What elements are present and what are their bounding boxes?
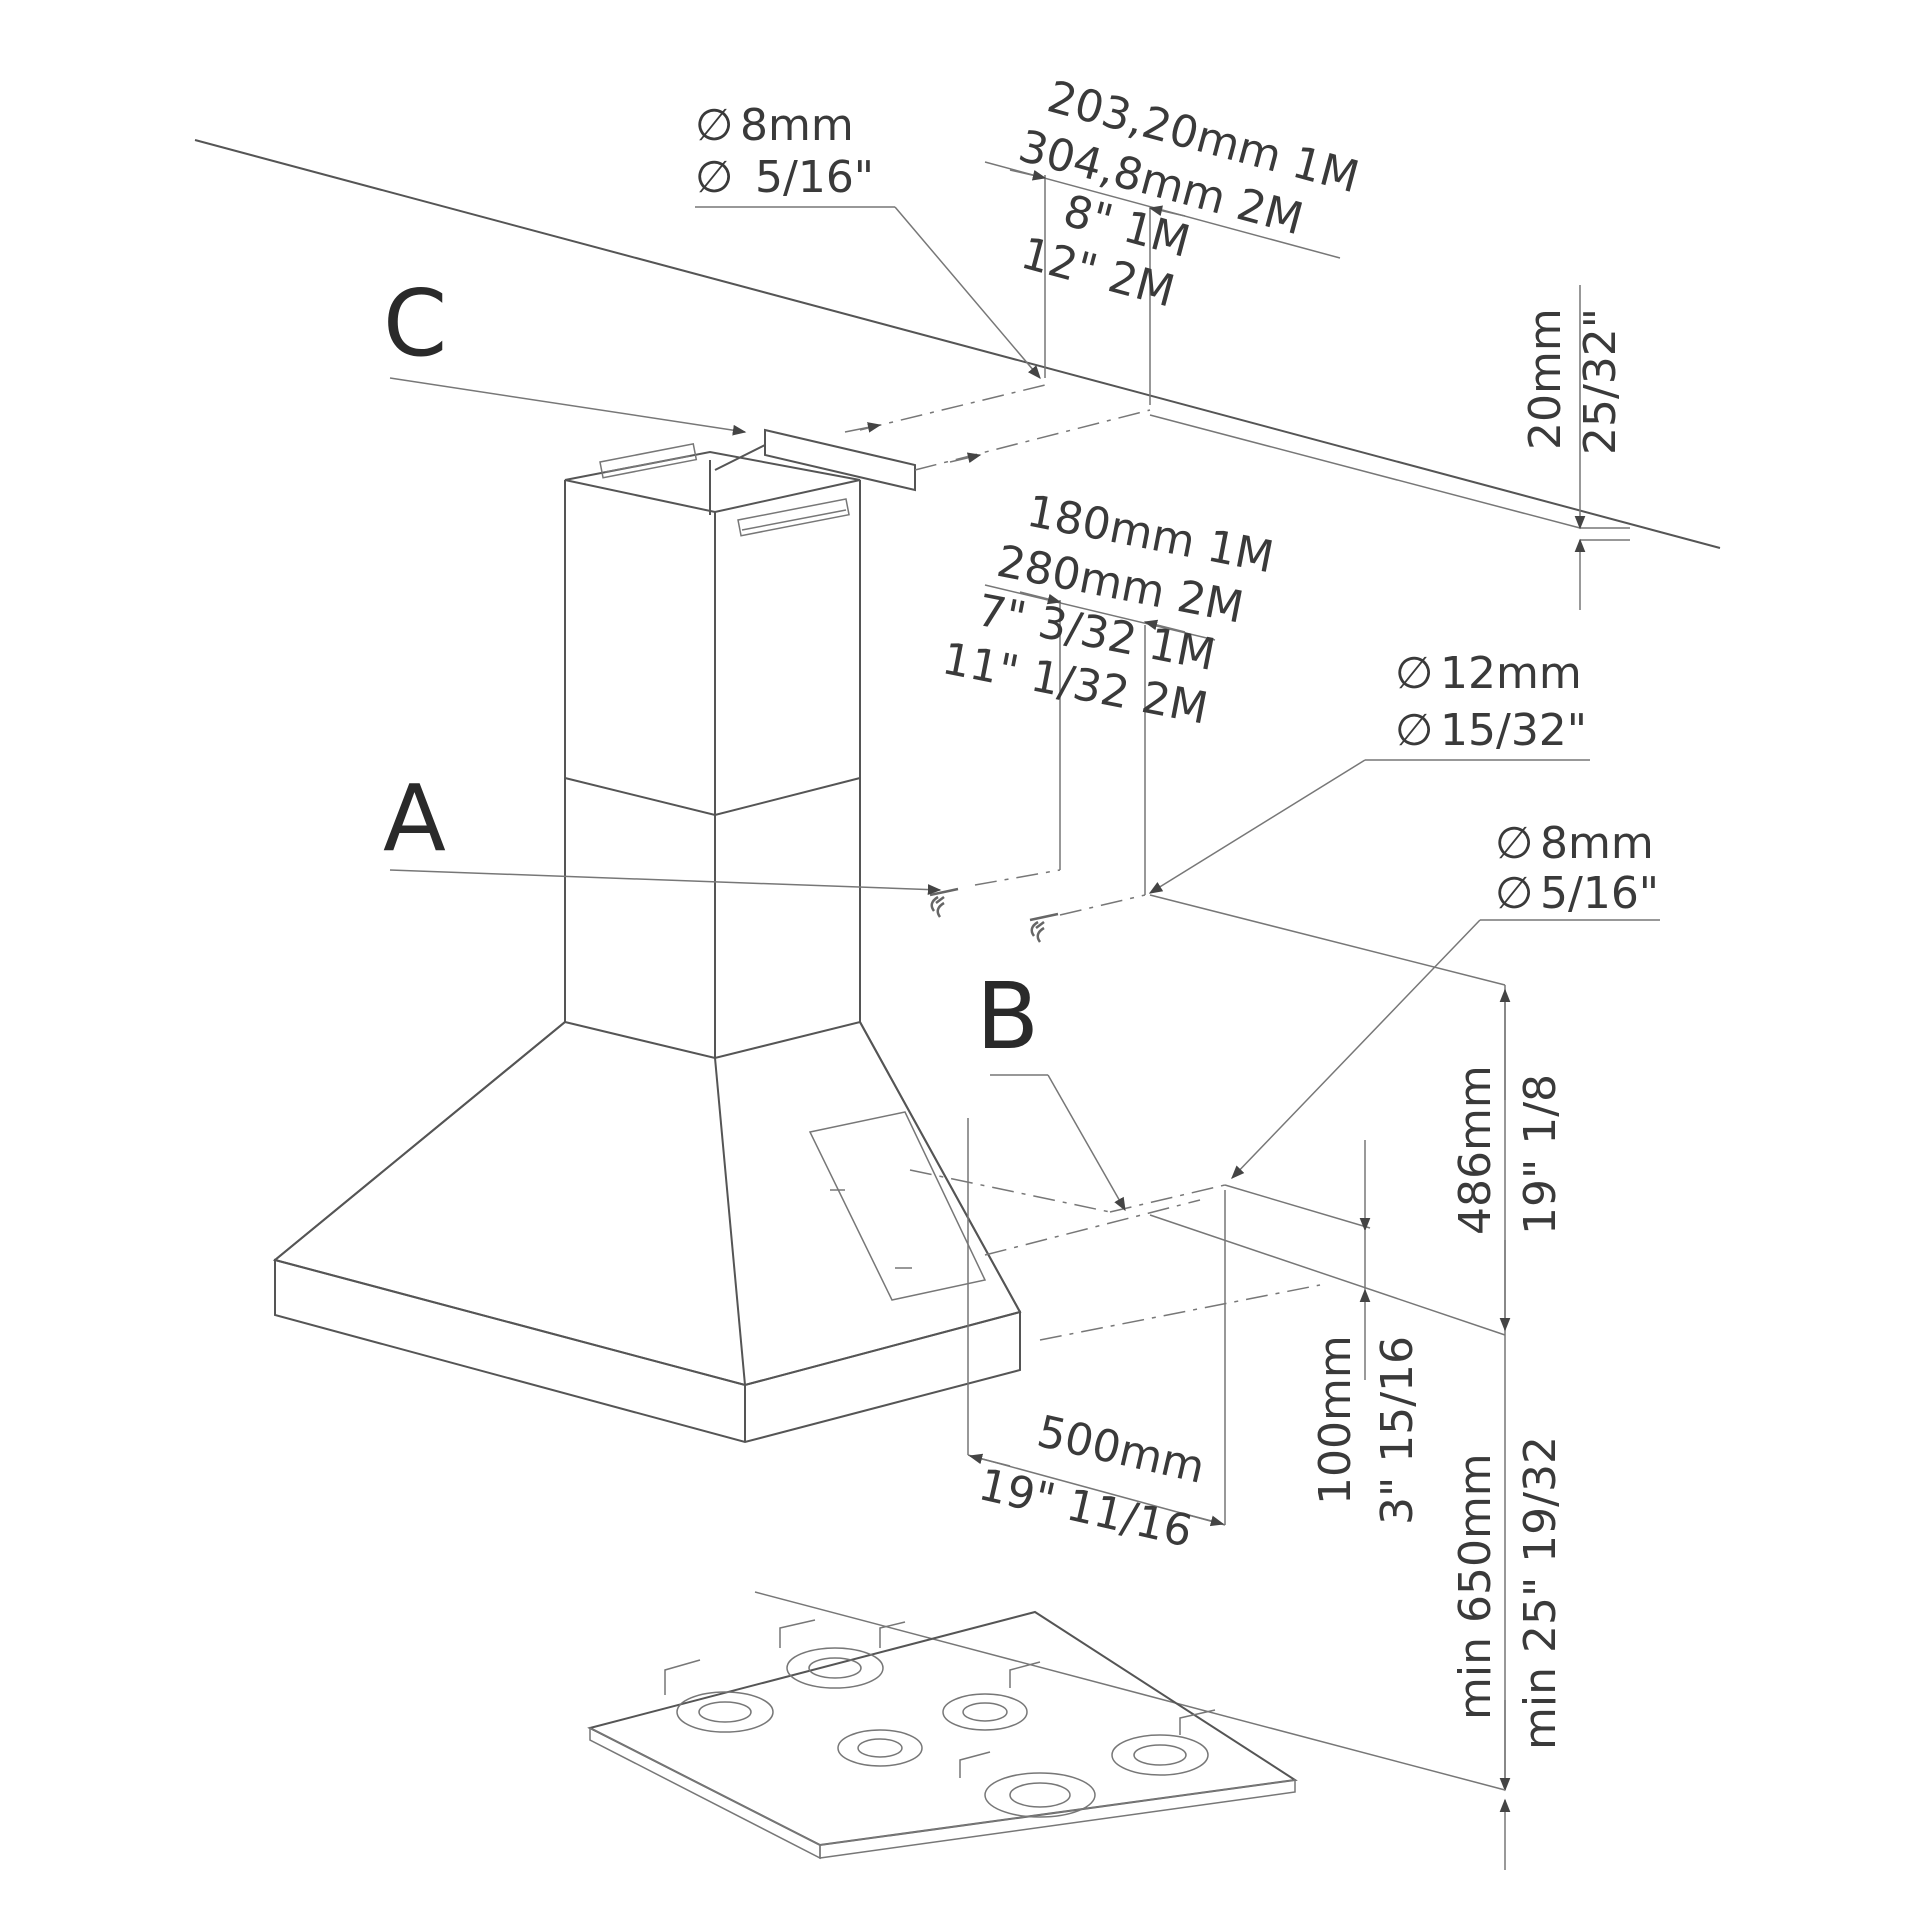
mid-spacing-text: 180mm 1M 280mm 2M 7" 3/32 1M 11" 1/32 2M xyxy=(938,486,1278,735)
top-spacing-dimension xyxy=(984,161,1341,405)
bottom-hole-inch: 5/16" xyxy=(1540,868,1659,919)
diameter-symbol: ∅ xyxy=(1495,868,1533,919)
min-height-mm: min 650mm xyxy=(1450,1453,1501,1720)
ceiling-gap-mm: 20mm xyxy=(1520,308,1571,450)
anchor-screws xyxy=(389,869,1146,943)
chimney-cover xyxy=(564,442,861,1058)
diameter-symbol: ∅ xyxy=(1395,705,1433,756)
bottom-hole-leader xyxy=(1231,919,1660,1179)
top-bracket xyxy=(709,428,916,515)
top-spacing-text: 203,20mm 1M 304,8mm 2M 8" 1M 12" 2M xyxy=(1013,71,1364,317)
min-height-inch: min 25" 19/32 xyxy=(1515,1436,1566,1750)
diameter-symbol: ∅ xyxy=(1495,818,1533,869)
anchor-hole-mm: 12mm xyxy=(1440,648,1582,699)
ceiling-gap-inch: 25/32" xyxy=(1575,308,1626,455)
hood-canopy xyxy=(272,1020,1022,1444)
ceiling-line xyxy=(194,139,1721,549)
hole-offset-inch: 3" 15/16 xyxy=(1372,1336,1423,1525)
burner-grates xyxy=(664,1619,1216,1818)
canopy-height-mm: 486mm xyxy=(1450,1065,1501,1235)
label-b: B xyxy=(976,963,1039,1070)
top-hole-mm: 8mm xyxy=(740,100,854,151)
cooktop xyxy=(587,1610,1298,1860)
label-a: A xyxy=(383,765,446,872)
diameter-symbol: ∅ xyxy=(695,100,733,151)
label-c: C xyxy=(383,270,447,377)
top-hole-inch: 5/16" xyxy=(755,152,874,203)
hole-width-text: 500mm 19" 11/16 xyxy=(974,1406,1209,1558)
plate-leader xyxy=(990,1074,1126,1212)
mounting-plate xyxy=(808,1111,987,1301)
lower-dashes xyxy=(909,894,1506,1341)
anchor-hole-leader xyxy=(1148,759,1590,894)
top-hole-leader xyxy=(695,206,1041,380)
mid-spacing-dimension xyxy=(984,584,1216,895)
diameter-symbol: ∅ xyxy=(1395,648,1433,699)
canopy-height-inch: 19" 1/8 xyxy=(1515,1074,1566,1235)
diameter-symbol: ∅ xyxy=(695,152,733,203)
top-dashes xyxy=(844,384,1151,471)
anchor-hole-inch: 15/32" xyxy=(1440,705,1587,756)
hole-width-dimension xyxy=(967,1118,1226,1527)
hole-offset-mm: 100mm xyxy=(1310,1335,1361,1505)
bottom-hole-mm: 8mm xyxy=(1540,818,1654,869)
min-height-dimension xyxy=(754,1335,1511,1870)
ceiling-gap-dimension xyxy=(1574,285,1630,610)
